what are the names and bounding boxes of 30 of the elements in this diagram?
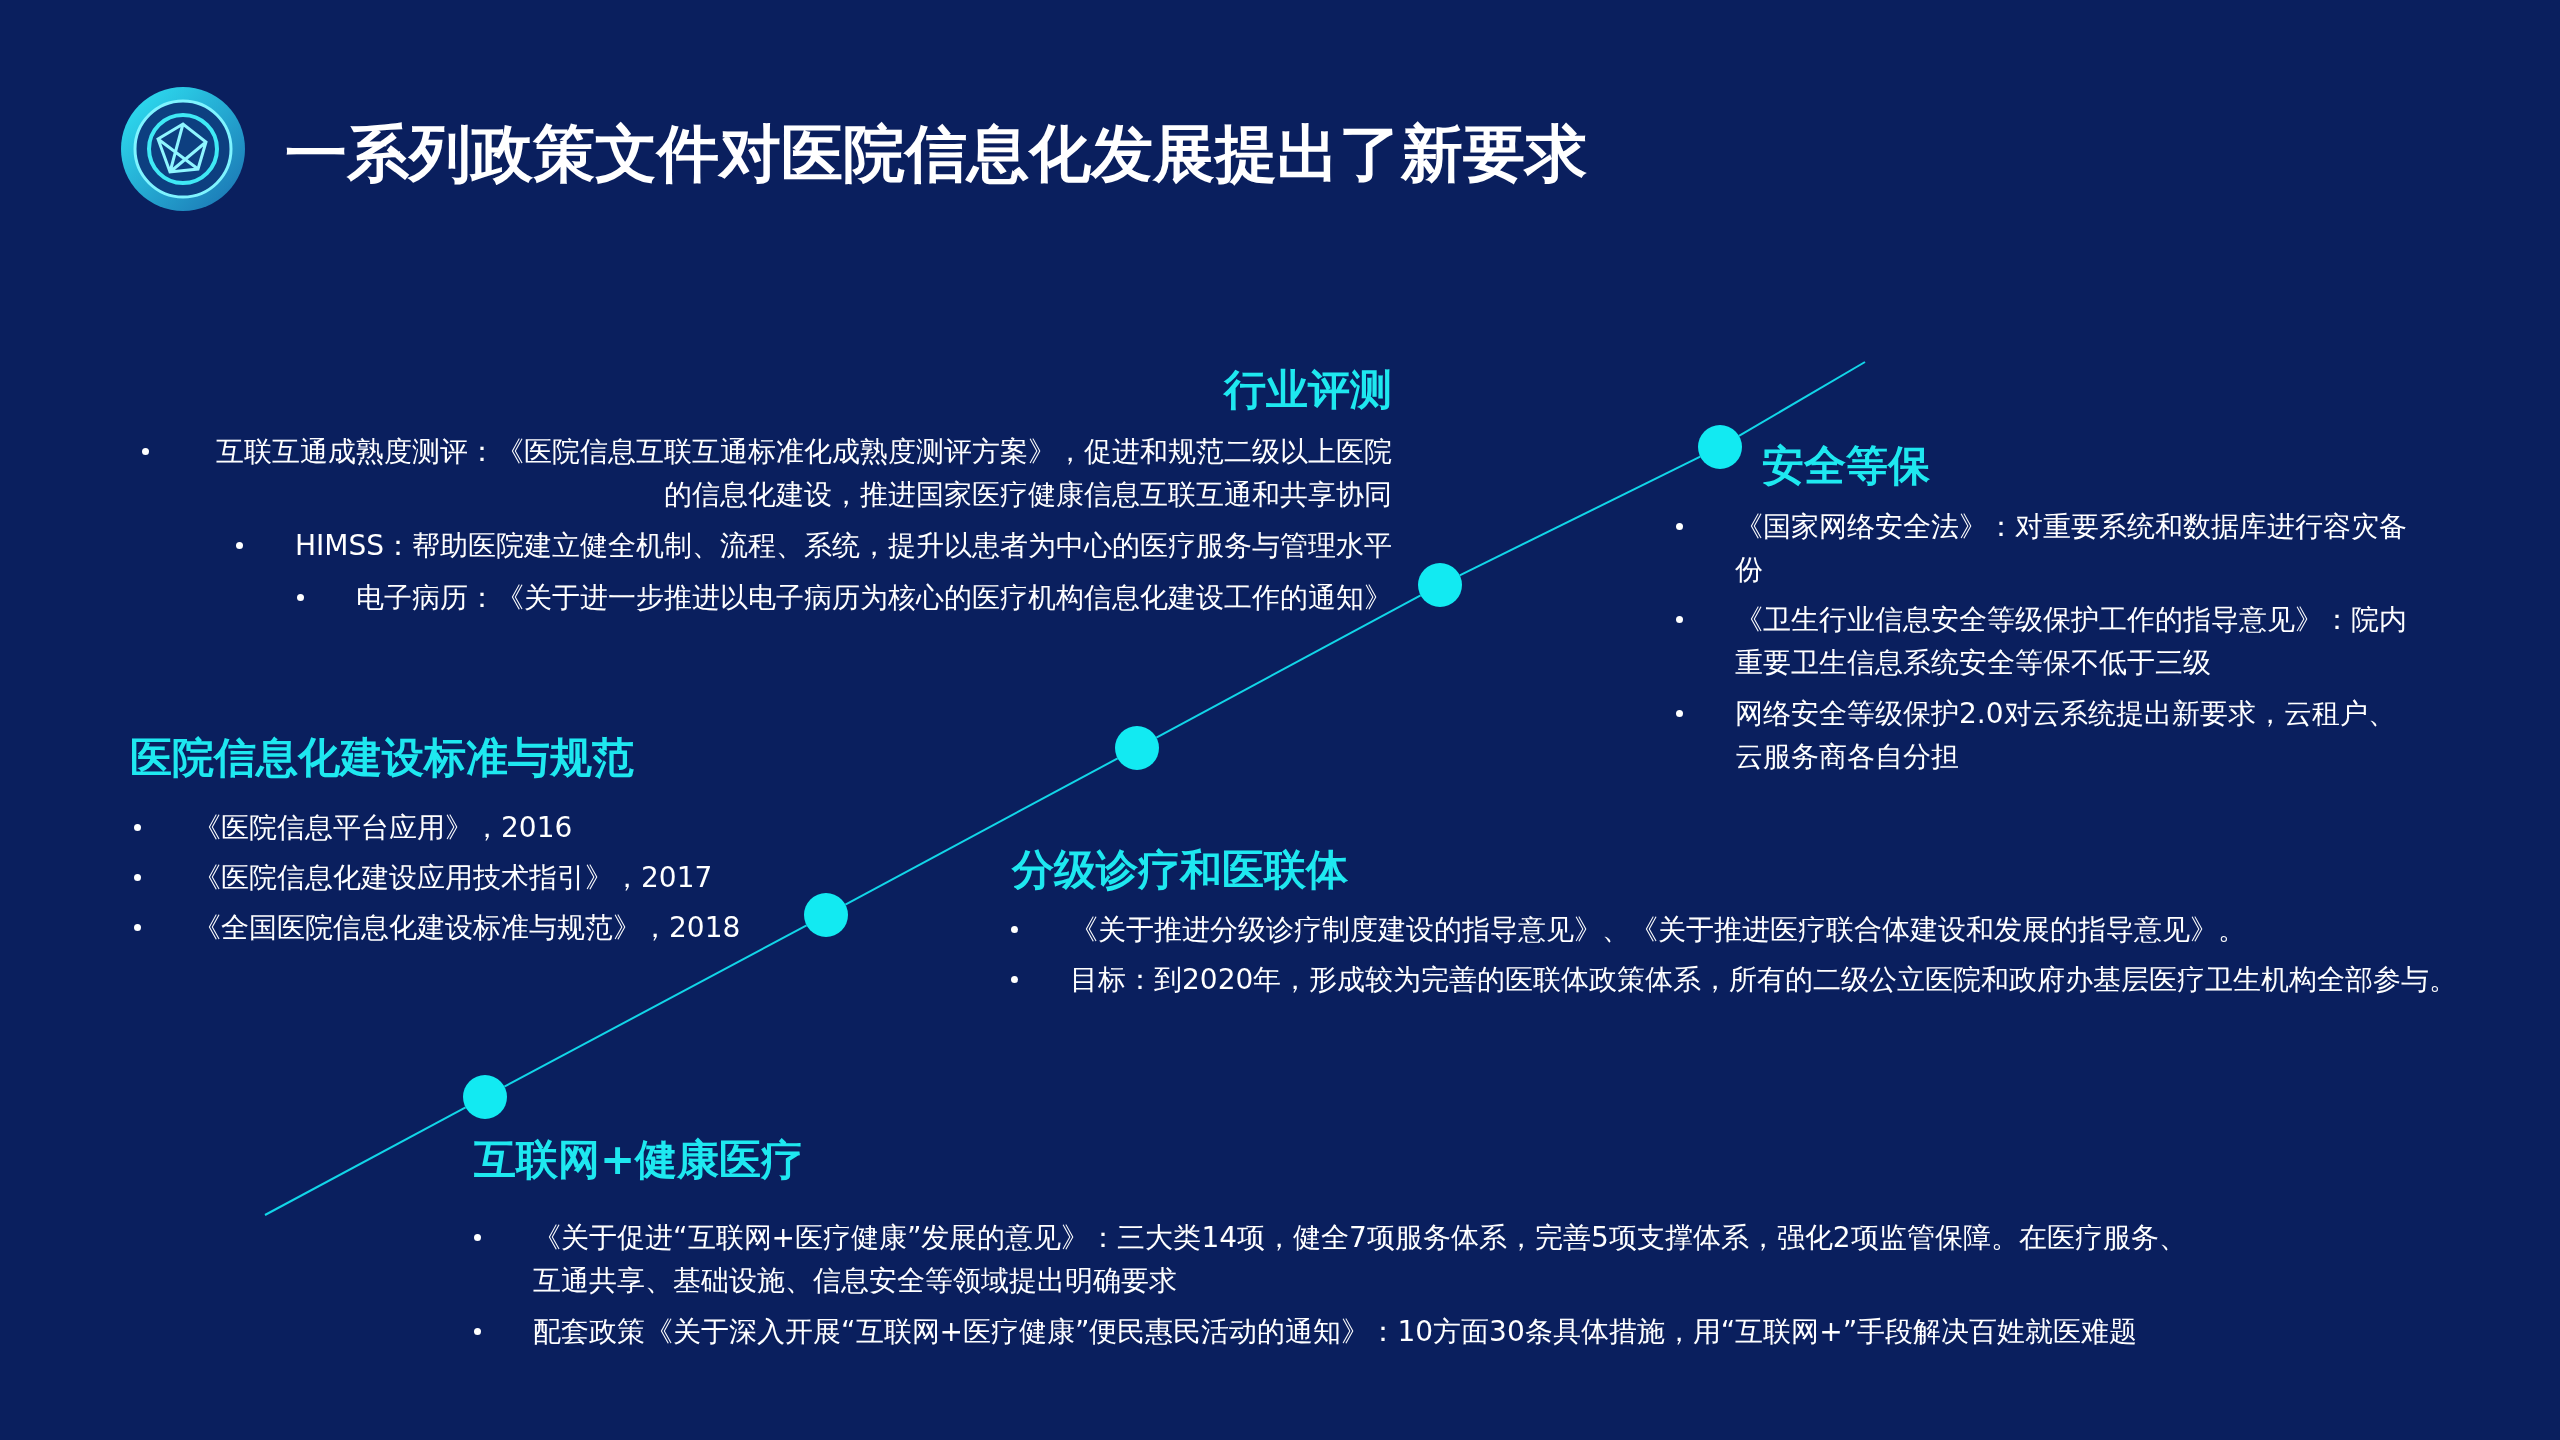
slide-title: 一系列政策文件对医院信息化发展提出了新要求	[285, 116, 1587, 192]
bullet-text: 《医院信息平台应用》，2016	[193, 810, 573, 846]
timeline-line	[503, 924, 808, 1088]
bullet-text: 《关于推进分级诊疗制度建设的指导意见》、《关于推进医疗联合体建设和发展的指导意见》。	[1070, 912, 2246, 948]
timeline-line	[1155, 594, 1422, 739]
section-heading: 互联网+健康医疗	[474, 1134, 804, 1186]
timeline-line	[264, 1106, 467, 1216]
bullet-text: 电子病历：《关于进一步推进以电子病历为核心的医疗机构信息化建设工作的通知》	[356, 580, 1392, 616]
bullet-text: 目标：到2020年，形成较为完善的医联体政策体系，所有的二级公立医院和政府办基层医疗卫生机构全部参与。	[1070, 962, 2458, 998]
bullet-text: HIMSS：帮助医院建立健全机制、流程、系统，提升以患者为中心的医疗服务与管理水平	[294, 528, 1392, 564]
bullet-text: 《医院信息化建设应用技术指引》，2017	[193, 860, 713, 896]
timeline-dot	[463, 1075, 507, 1119]
bullet-text: 《国家网络安全法》：对重要系统和数据库进行容灾备份	[1735, 509, 2408, 588]
timeline-dot	[1115, 726, 1159, 770]
timeline-dot	[804, 893, 848, 937]
bullet-text: 配套政策《关于深入开展“互联网+医疗健康”便民惠民活动的通知》：10方面30条具体措施，用“互联网+”手段解决百姓就医难题	[533, 1314, 2138, 1350]
section-heading: 行业评测	[1224, 364, 1392, 416]
timeline-dot	[1698, 425, 1742, 469]
bullet-text: 《关于促进“互联网+医疗健康”发展的意见》：三大类14项，健全7项服务体系，完善5项支撑体系，强化2项监管保障。在医疗服务、互通共享、基础设施、信息安全等领域提出明确要求	[533, 1220, 2188, 1299]
bullet-text: 互联互通成熟度测评：《医院信息互联互通标准化成熟度测评方案》，促进和规范二级以上医院的信息化建设，推进国家医疗健康信息互联互通和共享协同	[215, 434, 1392, 513]
timeline-line	[1738, 361, 1866, 437]
timeline-line	[844, 757, 1119, 906]
bullet-text: 《全国医院信息化建设标准与规范》，2018	[193, 910, 741, 946]
timeline-dot	[1418, 563, 1462, 607]
bullet-text: 网络安全等级保护2.0对云系统提出新要求，云租户、云服务商各自分担	[1735, 696, 2397, 775]
timeline-line	[1458, 455, 1702, 577]
section-heading: 安全等保	[1762, 440, 1930, 492]
section-heading: 分级诊疗和医联体	[1012, 844, 1348, 896]
bullet-text: 《卫生行业信息安全等级保护工作的指导意见》：院内重要卫生信息系统安全等保不低于三级	[1735, 602, 2408, 681]
section-heading: 医院信息化建设标准与规范	[130, 732, 634, 784]
